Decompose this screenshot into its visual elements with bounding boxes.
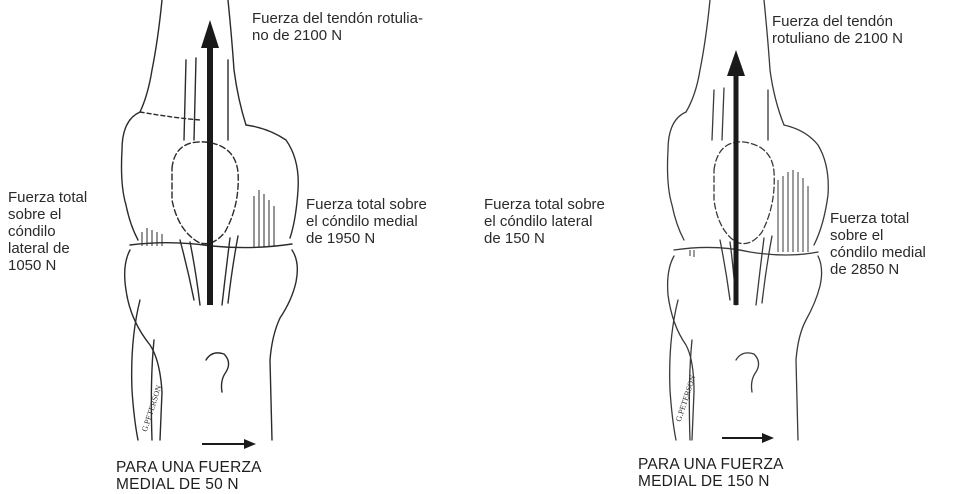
knee-drawing-left [120, 0, 299, 449]
medial-force-caption: PARA UNA FUERZA MEDIAL DE 150 N [638, 456, 784, 490]
knee-diagram-right: G.PETERSON Fuerza del tendón rotuliano d… [478, 0, 956, 494]
medial-condyle-force-label: Fuerza total sobre el cóndilo medial de … [830, 210, 926, 278]
medial-force-caption: PARA UNA FUERZA MEDIAL DE 50 N [116, 459, 262, 493]
tendon-force-label: Fuerza del tendón rotuliano de 2100 N [772, 13, 903, 47]
tendon-force-label: Fuerza del tendón rotulia- no de 2100 N [252, 10, 423, 44]
lateral-condyle-force-label: Fuerza total sobre el cóndilo lateral de… [8, 189, 88, 274]
lateral-condyle-force-label: Fuerza total sobre el cóndilo lateral de… [484, 196, 605, 247]
knee-drawing-right [666, 0, 829, 443]
knee-diagram-left: G.PETERSON Fuerza del tendón rotulia- no… [8, 0, 427, 493]
medial-condyle-force-label: Fuerza total sobre el cóndilo medial de … [306, 196, 427, 247]
